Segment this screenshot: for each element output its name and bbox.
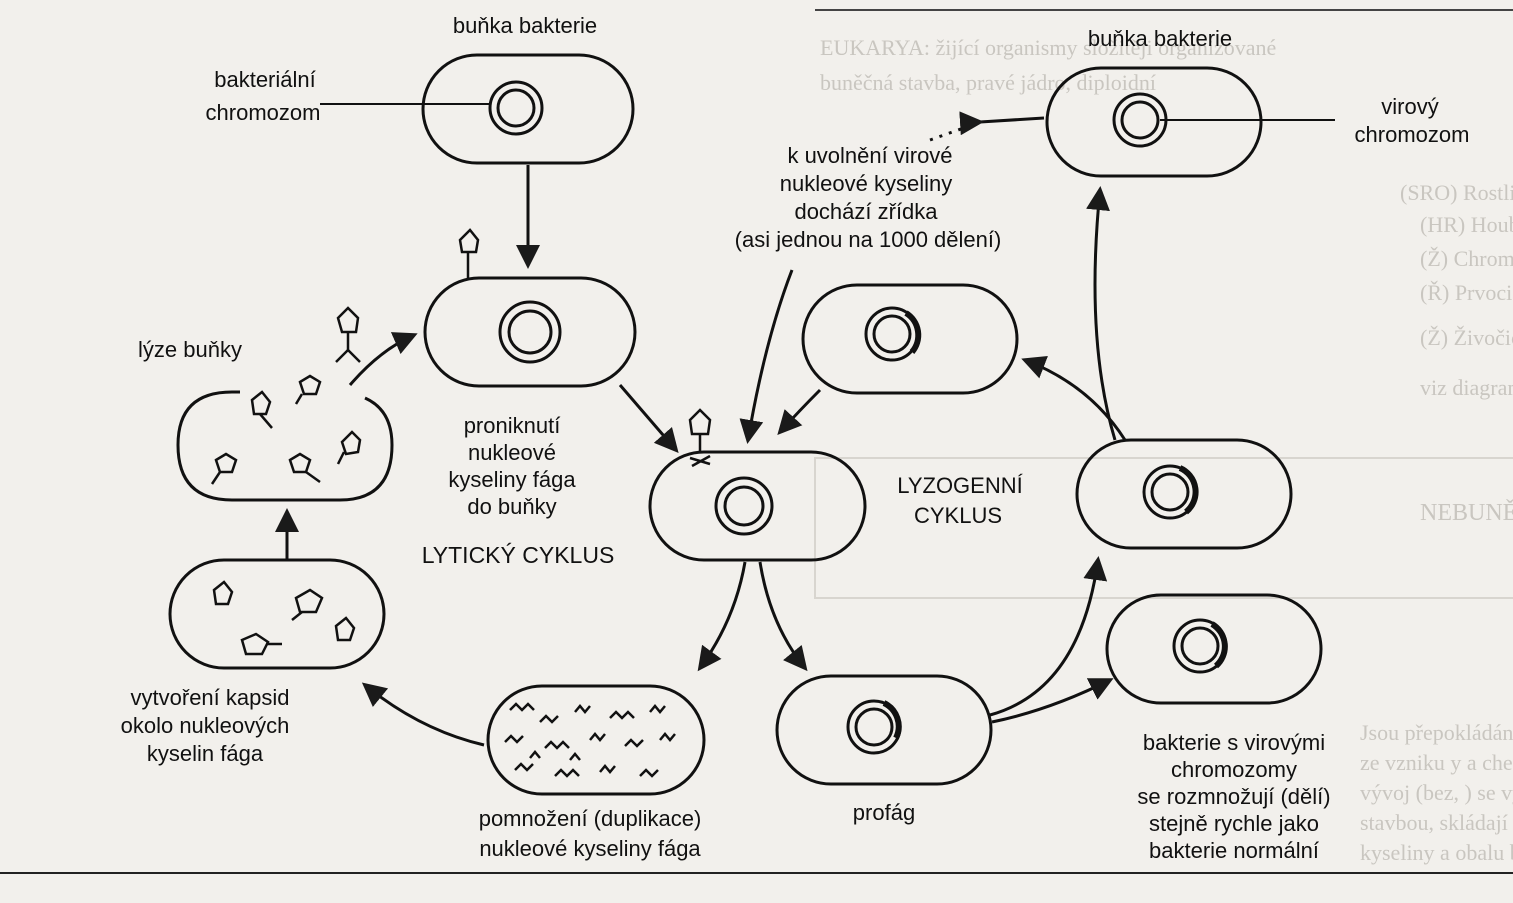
arrow-center-to-prophage [760,562,805,668]
bacterium-lysogenic-upper [803,285,1017,393]
label-bakterie-s-5: bakterie normální [1149,838,1319,863]
label-pomnozeni-1: pomnožení (duplikace) [479,806,702,831]
bg-text-line: viz diagram č. 14 [1420,375,1513,400]
bg-text-line: (Ž) Živočichové (Animalia) [1420,325,1513,350]
label-uvolneni-1: k uvolnění virové [787,143,952,168]
label-vytvoreni-1: vytvoření kapsid [131,685,290,710]
label-uvolneni-3: dochází zřídka [794,199,938,224]
label-uvolneni-2: nukleové kyseliny [780,171,952,196]
arrow-duplication-to-capsid [365,685,484,745]
label-virovy: virový [1381,94,1438,119]
bacterium-lysogenic-right [1077,440,1291,548]
bacterium-center [650,452,865,560]
label-bakterie-s-1: bakterie s virovými [1143,730,1325,755]
arrow-release-to-center [748,270,792,440]
bg-text-line: (HR) Houby (Fungi) [1420,212,1513,237]
bacterium-lysogenic-lower [1107,595,1321,703]
bg-text-line: stavbou, skládají se z nukleové [1360,810,1513,835]
bg-text-line: ze vzniku y a chemické evoluce [1360,750,1513,775]
phage-attached-icon [460,230,478,278]
bg-text-line: buněčná stavba, pravé jádro, diploidní [820,70,1156,95]
arrow-prophage-to-lower [992,680,1110,722]
label-proniknuti-1: proniknutí [464,413,561,438]
bg-text-line: (SRO) Rostliny (Plantae) [1400,180,1513,205]
bg-text-line: (Ž) Chromista (Chromista) [1420,246,1513,271]
bacterium-capsid-formation [170,560,384,668]
label-proniknuti-3: kyseliny fága [448,467,576,492]
dotted-release-line [930,125,972,140]
label-vytvoreni-3: kyselin fága [147,741,264,766]
label-profag: profág [853,800,915,825]
label-virovy-chromozom: chromozom [1355,122,1470,147]
phage-particles-capsids [214,582,354,654]
label-proniknuti-4: do buňky [467,494,556,519]
bacterium-prophage [777,676,991,784]
arrow-from-top-right [980,118,1044,122]
arrow-lysogen-to-top [1095,190,1115,440]
nucleic-acid-squiggles [505,704,675,776]
label-cyklus: CYKLUS [914,503,1002,528]
arrow-center-to-duplication [700,562,745,668]
label-bakterialni: bakteriální [214,67,316,92]
phage-released-icon [336,308,360,362]
bg-text-line: (Ř) Prvoci (Protozoa) [1420,280,1513,305]
bg-text-line: vývoj (bez, ) se vyznačuje [1360,780,1513,805]
bacterium-top-left [423,55,633,163]
label-pomnozeni-2: nukleové kyseliny fága [479,836,701,861]
label-bakterie-s-4: stejně rychle jako [1149,811,1319,836]
arrow-to-center-left [620,385,676,450]
label-bunka-bakterie-right: buňka bakterie [1088,26,1232,51]
label-lyzogenni: LYZOGENNÍ [897,473,1023,498]
label-lyticky-cyklus: LYTICKÝ CYKLUS [422,542,615,568]
label-bunka-bakterie-left: buňka bakterie [453,13,597,38]
arrow-lysogen-to-center [780,390,820,432]
label-bakterie-s-3: se rozmnožují (dělí) [1137,784,1330,809]
label-uvolneni-4: (asi jednou na 1000 dělení) [735,227,1002,252]
label-chromozom: chromozom [206,100,321,125]
label-lyze-bunky: lýze buňky [138,337,242,362]
bg-text-line: NEBUNĚČNÉ [1420,499,1513,526]
label-proniknuti-2: nukleové [468,440,556,465]
bacterium-infected [425,278,635,386]
bg-text-line: kyseliny a obalu bílkovinné [1360,840,1513,865]
label-bakterie-s-2: chromozomy [1171,757,1297,782]
label-vytvoreni-2: okolo nukleových [121,713,290,738]
phage-center-icon [690,410,710,466]
bg-text-line: Jsou přepokládány rovina, tzv. vznik y [1360,720,1513,745]
arrow-lysogen-to-upper [1025,360,1125,440]
